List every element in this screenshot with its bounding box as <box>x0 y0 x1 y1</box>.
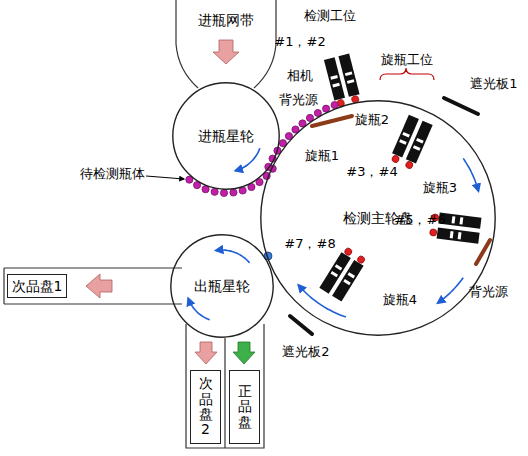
part-label: #3，#4 <box>346 165 397 179</box>
flow-arrow <box>195 342 217 364</box>
infeed-band <box>176 0 276 88</box>
rotation-arrow <box>188 298 210 320</box>
node-label: 出瓶星轮 <box>194 278 250 294</box>
flow-arrow <box>213 40 239 64</box>
part-label: 旋瓶工位 <box>381 53 433 67</box>
tray-channel <box>186 324 264 448</box>
main-wheel: 检测主轮盘 <box>260 100 496 336</box>
reject-tray: 次品盘1 <box>7 274 68 298</box>
bottle <box>220 189 227 196</box>
node-label: 次品盘1 <box>12 278 63 294</box>
part-label: 旋瓶1 <box>305 149 339 163</box>
good-tray: 正品盘 <box>229 370 260 444</box>
part-label: 相机 <box>287 69 313 83</box>
node-label: 进瓶网带 <box>198 12 254 28</box>
reject-tray: 次品盘2 <box>190 370 221 444</box>
part-label: #5，#6 <box>394 213 445 227</box>
part-label: 旋瓶3 <box>423 181 457 195</box>
part-label: 旋瓶2 <box>355 113 389 127</box>
infeed-band: 进瓶网带 <box>182 8 270 32</box>
camera-pair <box>319 246 367 302</box>
rotation-arrow <box>298 285 346 317</box>
bottle <box>211 188 218 195</box>
part-label: 检测工位 <box>304 9 356 23</box>
bracket <box>380 68 434 80</box>
rotation-arrow <box>216 250 250 263</box>
part-label: 背光源 <box>469 285 508 299</box>
node-label: 进瓶星轮 <box>198 128 254 144</box>
rotation-arrow <box>463 158 478 191</box>
node-label: 正品盘 <box>238 384 252 430</box>
part-label: 待检测瓶体 <box>80 167 145 181</box>
rotation-arrow <box>235 148 260 170</box>
flow-arrow <box>86 274 112 298</box>
camera-pair <box>324 53 362 107</box>
part-label: #7，#8 <box>284 237 335 251</box>
part-label: 遮光板1 <box>470 77 517 91</box>
part-label: 遮光板2 <box>282 345 329 359</box>
node-label: 次品盘2 <box>199 376 213 438</box>
reject-tray-channel <box>4 268 182 304</box>
rotation-arrow <box>438 278 464 304</box>
part-label: 背光源 <box>279 93 318 107</box>
flow-arrow <box>233 342 255 364</box>
part-label: #1，#2 <box>274 35 325 49</box>
camera-pair <box>389 115 433 171</box>
bottle <box>230 189 237 196</box>
star-wheel: 出瓶星轮 <box>170 234 274 338</box>
leader-line <box>146 176 184 179</box>
star-wheel: 进瓶星轮 <box>172 82 280 190</box>
part-label: 旋瓶4 <box>383 293 417 307</box>
